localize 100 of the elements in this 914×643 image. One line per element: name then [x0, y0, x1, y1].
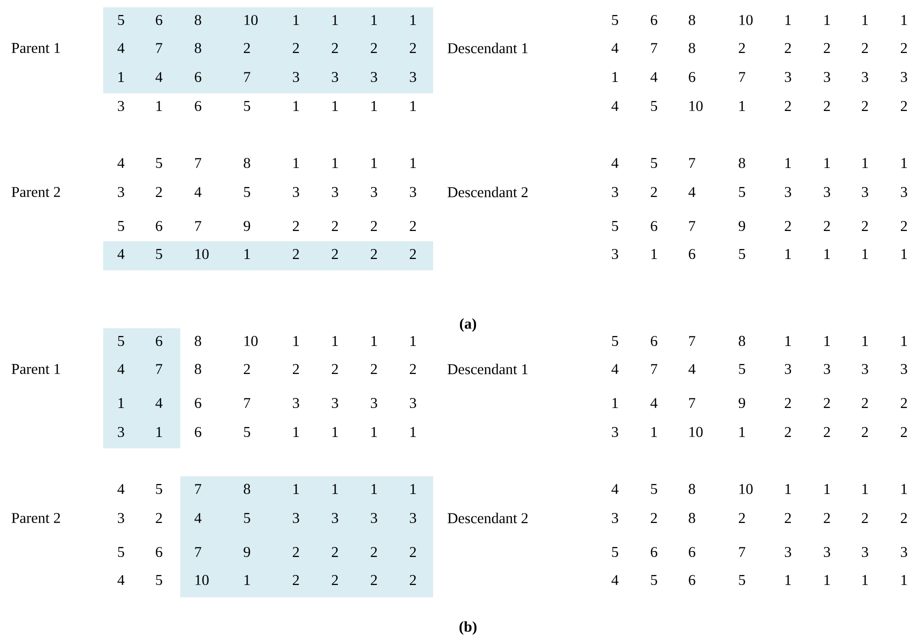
number: 8	[194, 42, 202, 54]
number: 6	[688, 72, 696, 82]
number: 1	[786, 158, 791, 168]
number: 4	[118, 158, 124, 168]
number: 7	[195, 158, 202, 168]
number: 4	[156, 72, 162, 82]
number: 2	[650, 513, 657, 523]
number: 2	[292, 43, 299, 53]
number: 4	[612, 101, 618, 111]
number: 1	[612, 72, 618, 82]
number: 5	[651, 575, 658, 585]
number: 8	[738, 158, 746, 168]
number: 1	[294, 158, 299, 168]
number: 3	[370, 72, 378, 82]
number: 5	[118, 15, 124, 25]
number: 7	[156, 364, 162, 374]
number: 2	[824, 43, 830, 53]
number: 8	[738, 336, 746, 346]
number: 3	[862, 72, 868, 82]
number: 1	[332, 484, 338, 494]
row-label: Descendant 2	[448, 186, 528, 198]
number: 2	[738, 43, 745, 53]
number: 6	[688, 248, 696, 260]
number: 2	[370, 547, 377, 557]
number: 2	[824, 221, 830, 231]
number: 2	[244, 43, 250, 53]
number: 1	[156, 427, 162, 437]
number: 3	[410, 512, 416, 524]
number: 5	[156, 158, 162, 168]
row-label: Parent 2	[12, 186, 60, 198]
number: 7	[244, 72, 250, 82]
number: 5	[651, 101, 658, 111]
row-label: Descendant 2	[448, 512, 528, 524]
number: 3	[410, 72, 416, 82]
number: 3	[900, 72, 908, 82]
number: 1	[824, 575, 830, 585]
number: 2	[332, 43, 338, 53]
number: 2	[332, 575, 338, 585]
number: 3	[118, 426, 124, 438]
number: 1	[652, 427, 657, 437]
number: 2	[900, 427, 907, 437]
number: 1	[332, 427, 338, 437]
number: 1	[862, 484, 868, 494]
number: 1	[410, 336, 416, 346]
number: 3	[612, 186, 618, 198]
number: 3	[862, 546, 868, 558]
number: 1	[786, 575, 791, 585]
number: 1	[410, 484, 416, 494]
number: 2	[824, 513, 830, 523]
number: 4	[118, 484, 124, 494]
number: 7	[195, 547, 202, 557]
number: 3	[410, 186, 416, 198]
number: 6	[156, 336, 162, 346]
number: 1	[372, 336, 377, 346]
number: 6	[688, 574, 696, 586]
number: 3	[292, 398, 300, 408]
number: 10	[244, 336, 258, 346]
number: 10	[740, 484, 753, 494]
number: 7	[244, 398, 250, 408]
number: 1	[652, 249, 657, 259]
number: 3	[292, 512, 300, 524]
number: 3	[292, 186, 300, 198]
number: 2	[650, 187, 657, 197]
number: 4	[118, 575, 124, 585]
number: 3	[370, 186, 378, 198]
number: 4	[612, 158, 618, 168]
number: 4	[688, 364, 696, 374]
number: 2	[156, 513, 162, 523]
number: 10	[244, 14, 258, 26]
number: 2	[862, 221, 868, 231]
number: 3	[824, 72, 830, 82]
number: 3	[370, 512, 378, 524]
number: 7	[651, 43, 658, 53]
panel-caption: (a)	[460, 318, 476, 332]
number: 2	[862, 513, 868, 523]
number: 3	[118, 186, 124, 198]
number: 5	[651, 484, 658, 494]
number: 6	[650, 546, 658, 558]
number: 3	[370, 398, 378, 408]
number: 1	[612, 398, 618, 408]
number: 1	[294, 484, 299, 494]
number: 5	[244, 513, 250, 523]
number: 8	[244, 484, 250, 494]
number: 10	[690, 426, 703, 438]
number: 6	[194, 398, 202, 408]
number: 1	[118, 72, 124, 82]
number: 2	[738, 513, 745, 523]
number: 3	[862, 364, 868, 374]
number: 2	[370, 43, 377, 53]
number: 1	[332, 15, 338, 25]
number: 1	[902, 575, 907, 585]
number: 4	[612, 43, 618, 53]
number: 8	[194, 14, 202, 26]
number: 10	[740, 14, 753, 26]
row-label: Descendant 1	[448, 42, 528, 54]
number: 5	[156, 575, 162, 585]
number: 1	[740, 427, 745, 437]
number: 3	[824, 364, 830, 374]
number: 3	[900, 364, 908, 374]
number: 4	[612, 575, 618, 585]
